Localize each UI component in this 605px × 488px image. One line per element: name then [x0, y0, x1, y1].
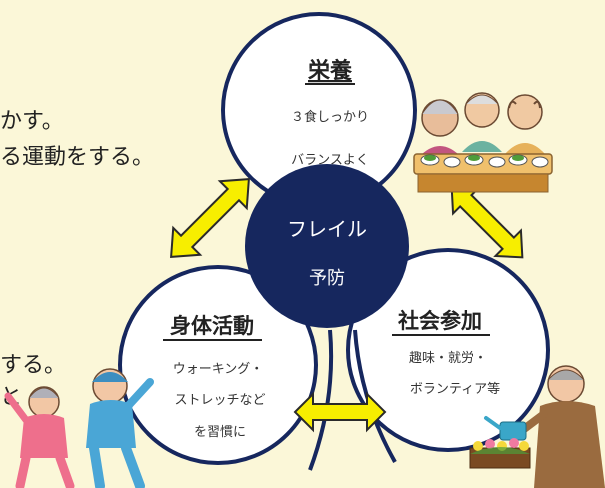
social-title: 社会参加 [397, 309, 482, 333]
physical-line1: ウォーキング・ [173, 362, 264, 377]
center-circle [245, 164, 409, 328]
physical-line3: を習慣に [194, 424, 246, 440]
social-line1: 趣味・就労・ [409, 351, 487, 366]
arrow-physical-social [293, 391, 387, 433]
physical-activity-circle [118, 265, 318, 465]
elderly-exercise-illustration [4, 368, 154, 488]
connector-line-left [308, 329, 334, 471]
nutrition-line2: バランスよく [291, 153, 369, 168]
arrow-nutrition-social [450, 185, 524, 259]
nutrition-line1: ３食しっかり [291, 109, 369, 125]
nutrition-title: 栄養 [307, 58, 352, 84]
bg-text-line1: かす。 [0, 109, 64, 134]
physical-line2: ストレッチなど [174, 393, 265, 408]
bg-text-line3: する。 [0, 353, 66, 378]
center-title-line1: フレイル [287, 217, 367, 241]
elderly-volunteer-gardening-illustration [469, 365, 605, 488]
social-participation-circle [346, 248, 550, 452]
arrow-nutrition-physical [170, 178, 250, 258]
bg-text-line2: る運動をする。 [0, 145, 154, 170]
physical-title: 身体活動 [170, 314, 254, 338]
social-line2: ボランティア等 [410, 381, 500, 397]
elderly-dining-illustration [413, 92, 553, 193]
center-title-line2: 予防 [309, 268, 345, 289]
